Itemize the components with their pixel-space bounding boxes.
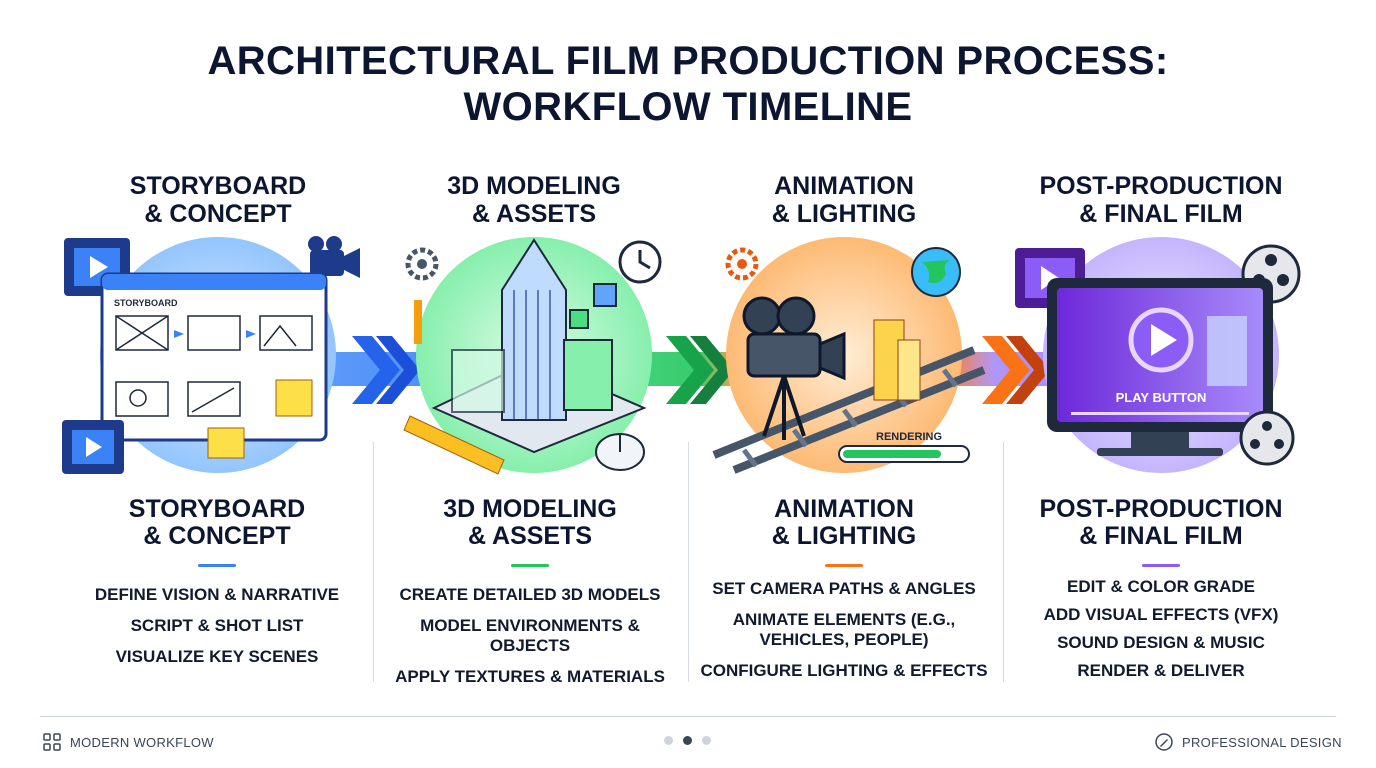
footer-left-label: MODERN WORKFLOW <box>70 734 214 750</box>
list-item: MODEL ENVIRONMENTS & OBJECTS <box>420 616 640 655</box>
accent-underline <box>825 564 863 567</box>
video-camera-icon <box>308 236 360 278</box>
list-item: RENDER & DELIVER <box>1077 661 1245 680</box>
edit-icon <box>1155 733 1173 751</box>
mouse-icon <box>595 433 645 471</box>
stage-details-storyboard: STORYBOARD & CONCEPT DEFINE VISION & NAR… <box>67 496 367 678</box>
list-item: VISUALIZE KEY SCENES <box>115 647 319 666</box>
footer-right-label: PROFESSIONAL DESIGN <box>1182 734 1342 750</box>
pagination-dot[interactable] <box>664 736 673 745</box>
stage-heading-postproduction: POST-PRODUCTION & FINAL FILM <box>1039 172 1283 228</box>
animation-illustration: RENDERING <box>712 237 986 474</box>
stage-heading-animation: ANIMATION & LIGHTING <box>771 172 917 228</box>
postproduction-illustration: PLAY BUTTON <box>1015 237 1301 473</box>
storyboard-illustration: STORYBOARD <box>62 236 360 474</box>
pencil-icon <box>414 300 422 344</box>
list-item: DEFINE VISION & NARRATIVE <box>94 585 340 604</box>
list-item: EDIT & COLOR GRADE <box>1067 577 1255 596</box>
list-item: APPLY TEXTURES & MATERIALS <box>395 667 665 686</box>
accent-underline <box>198 564 236 567</box>
column-divider <box>373 442 374 682</box>
footer-left: MODERN WORKFLOW <box>42 732 214 752</box>
stage-heading-modeling: 3D MODELING & ASSETS <box>447 172 621 228</box>
title-line-2: WORKFLOW TIMELINE <box>463 85 913 129</box>
title-line-1: ARCHITECTURAL FILM PRODUCTION PROCESS: <box>207 39 1169 83</box>
svg-text:STORYBOARD: STORYBOARD <box>114 298 178 308</box>
column-divider <box>688 442 689 682</box>
footer-divider <box>40 716 1336 717</box>
grid-icon <box>43 733 61 751</box>
pagination-dot[interactable] <box>702 736 711 745</box>
stage-details-postproduction: POST-PRODUCTION & FINAL FILM EDIT & COLO… <box>1011 496 1311 692</box>
film-reel-icon <box>1239 410 1295 466</box>
accent-underline <box>511 564 549 567</box>
list-item: SET CAMERA PATHS & ANGLES <box>712 579 976 598</box>
list-item: ADD VISUAL EFFECTS (VFX) <box>1043 605 1279 624</box>
pagination-dot-active[interactable] <box>683 736 692 745</box>
globe-icon <box>911 247 961 297</box>
film-strip-icon <box>62 420 124 474</box>
clock-icon <box>618 240 662 284</box>
svg-text:RENDERING: RENDERING <box>876 431 942 443</box>
modeling-illustration <box>403 237 662 475</box>
list-item: CREATE DETAILED 3D MODELS <box>399 585 661 604</box>
list-item: ANIMATE ELEMENTS (E.G., <box>732 610 956 629</box>
video-camera-icon <box>742 296 846 440</box>
page-title: ARCHITECTURAL FILM PRODUCTION PROCESS: W… <box>0 38 1376 130</box>
chevron-icon <box>982 336 1050 404</box>
play-icon <box>1128 307 1194 373</box>
svg-text:PLAY BUTTON: PLAY BUTTON <box>1116 390 1207 405</box>
list-item: SCRIPT & SHOT LIST <box>130 616 304 635</box>
gear-icon <box>405 247 439 281</box>
list-item: VEHICLES, PEOPLE) <box>759 630 929 649</box>
accent-underline <box>1142 564 1180 567</box>
stage-details-modeling: 3D MODELING & ASSETS CREATE DETAILED 3D … <box>380 496 680 698</box>
column-divider <box>1003 442 1004 682</box>
chevron-icon <box>352 336 420 404</box>
stage-heading-storyboard: STORYBOARD & CONCEPT <box>129 172 307 228</box>
list-item: SOUND DESIGN & MUSIC <box>1057 633 1265 652</box>
stage-details-animation: ANIMATION & LIGHTING SET CAMERA PATHS & … <box>694 496 994 692</box>
chevron-icon <box>666 336 734 404</box>
ruler-icon <box>403 415 505 475</box>
footer-right: PROFESSIONAL DESIGN <box>1154 732 1342 752</box>
list-item: CONFIGURE LIGHTING & EFFECTS <box>700 661 988 680</box>
gear-icon <box>725 247 759 281</box>
